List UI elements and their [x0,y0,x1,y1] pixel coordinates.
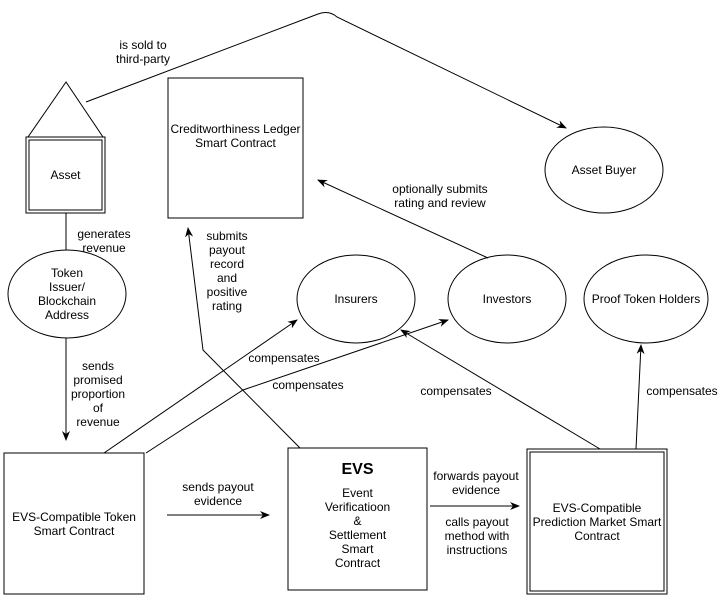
edge-sold-to-third-party [85,12,567,129]
evs-body-label: Event Verificatioon & Settlement Smart C… [324,486,391,570]
edge-label-compensates-insurers: compensates [248,351,320,365]
asset-label: Asset [50,168,81,182]
evs-node [287,447,428,591]
creditworthiness-ledger-node [167,77,304,219]
edge-compensates-pm-insurers [400,329,601,450]
token-issuer-label: Token Issuer/ Blockchain Address [37,266,97,322]
edge-label-calls-payout: calls payout method with instructions [444,515,510,557]
insurers-label: Insurers [334,292,378,306]
asset-node [25,81,106,214]
edge-label-compensates-investors: compensates [272,378,344,392]
investors-node [447,254,567,344]
edge-label-submits-payout: submits payout record and positive ratin… [206,229,248,313]
token-contract-node [3,452,145,595]
edge-label-compensates-pm-insurers: compensates [420,384,492,398]
prediction-market-label: EVS-Compatible Prediction Market Smart C… [532,500,662,543]
creditworthiness-ledger-label: Creditworthiness Ledger Smart Contract [170,122,301,150]
evs-title: EVS [341,461,374,478]
proof-token-holders-node [583,254,709,344]
prediction-market-node [526,448,668,595]
token-contract-label: EVS-Compatible Token Smart Contract [12,509,136,538]
edge-label-sends-promised: sends promised proportion of revenue [70,359,126,429]
insurers-node [296,254,416,344]
edge-compensates-insurers [103,319,298,454]
edge-label-optional-rating: optionally submits rating and review [392,182,488,210]
edge-compensates-investors [145,319,449,454]
token-issuer-node [7,249,127,339]
edge-submits-payout-record [185,227,301,449]
edge-label-compensates-proof: compensates [646,384,718,398]
edge-compensates-proof-holders [635,344,645,450]
edge-label-sends-payout-evidence: sends payout evidence [182,480,254,508]
edge-label-sold: is sold to third-party [115,38,171,66]
edge-label-generates: generates revenue [77,227,131,255]
edge-optional-rating [317,179,489,259]
asset-buyer-label: Asset Buyer [571,163,637,177]
edge-label-forwards-payout: forwards payout evidence [433,469,519,497]
proof-token-holders-label: Proof Token Holders [591,292,701,306]
asset-buyer-node [544,126,664,214]
investors-label: Investors [482,292,532,306]
